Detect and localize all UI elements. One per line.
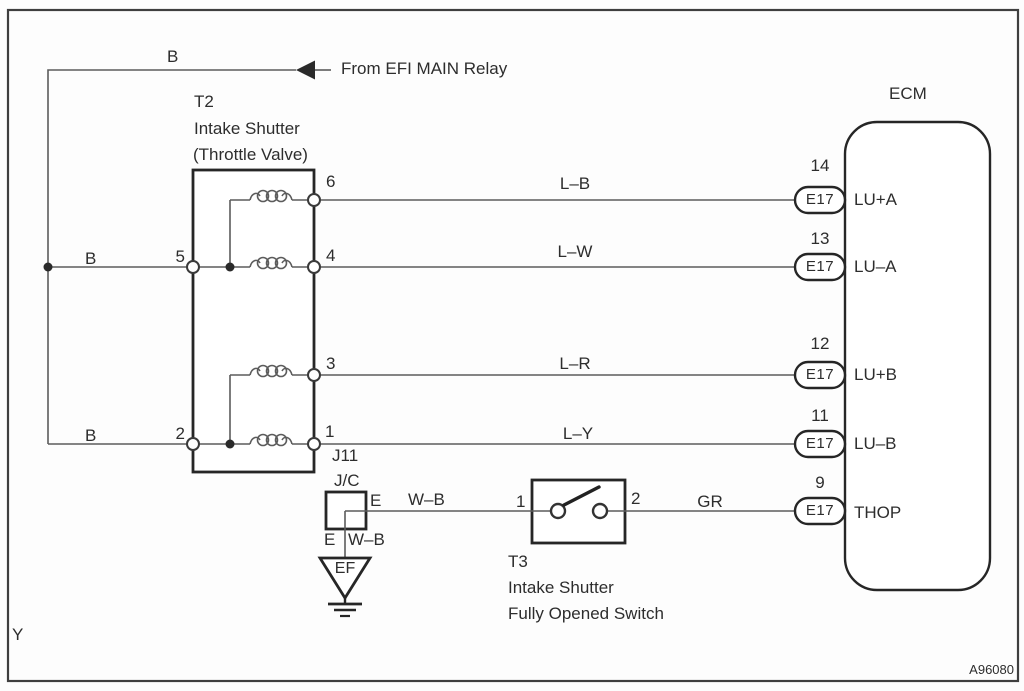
t2-id: T2 bbox=[194, 92, 214, 111]
ecm-pin-connector: E17 bbox=[805, 502, 835, 519]
ecm-pin-number: 13 bbox=[810, 229, 830, 248]
ecm-pin-name: LU+A bbox=[854, 190, 897, 209]
ecm-pin-name: LU–A bbox=[854, 257, 897, 276]
ecm-pin-number: 11 bbox=[811, 406, 829, 425]
ecm-pin-connector: E17 bbox=[805, 258, 835, 275]
junction-id: J11 bbox=[332, 446, 359, 465]
ecm-pin-number: 14 bbox=[810, 156, 830, 175]
relay-feed-note: From EFI MAIN Relay bbox=[341, 59, 508, 78]
ecm-pin-name: THOP bbox=[854, 503, 902, 522]
wire-label-lb: L–B bbox=[559, 174, 591, 193]
t3-switch-contacts bbox=[549, 485, 609, 520]
t2-pin-3: 3 bbox=[326, 354, 336, 373]
ground-name-ef: EF bbox=[334, 560, 356, 577]
wire-label-lw: L–W bbox=[557, 242, 593, 261]
wire-label-wb-right: W–B bbox=[408, 490, 445, 509]
figure-code: A96080 bbox=[969, 662, 1014, 677]
ground-symbol bbox=[317, 556, 373, 618]
t3-pin-2: 2 bbox=[631, 489, 641, 508]
t2-pin-1: 1 bbox=[325, 422, 335, 441]
wire-label-wb-bottom: W–B bbox=[348, 530, 385, 549]
junction-type: J/C bbox=[334, 471, 360, 490]
wire-label-b-upper: B bbox=[85, 249, 97, 268]
ecm-pin-connector: E17 bbox=[805, 366, 835, 383]
t2-name-line1: Intake Shutter bbox=[194, 119, 300, 138]
switch-blade-icon bbox=[562, 485, 601, 507]
wire-label-b-top: B bbox=[167, 47, 179, 66]
page-border bbox=[6, 8, 1020, 683]
t2-pin-5: 5 bbox=[175, 247, 185, 266]
ecm-pin-connector: E17 bbox=[805, 435, 835, 452]
wire-label-gr: GR bbox=[697, 492, 723, 511]
ef-triangle-icon bbox=[317, 556, 373, 601]
frame-corner-label: Y bbox=[12, 625, 24, 644]
ecm-pin-name: LU–B bbox=[854, 434, 897, 453]
t2-pin-6: 6 bbox=[326, 172, 336, 191]
ecm-pin-name: LU+B bbox=[854, 365, 897, 384]
t2-name-line2: (Throttle Valve) bbox=[193, 145, 308, 164]
t2-terminals bbox=[186, 193, 321, 451]
ecm-pin-number: 9 bbox=[815, 473, 825, 492]
ecm-title: ECM bbox=[889, 84, 927, 103]
junction-dots bbox=[43, 262, 235, 449]
ecm-box bbox=[843, 120, 992, 592]
t3-name-line2: Fully Opened Switch bbox=[508, 604, 664, 623]
junction-pin-e-bottom: E bbox=[324, 530, 336, 549]
t2-box bbox=[191, 168, 316, 474]
ecm-pin-connector: E17 bbox=[805, 191, 835, 208]
t3-id: T3 bbox=[508, 552, 528, 571]
t2-pin-4: 4 bbox=[326, 246, 336, 265]
wire-label-b-lower: B bbox=[85, 426, 97, 445]
t3-pin-1: 1 bbox=[516, 492, 526, 511]
wire-label-ly: L–Y bbox=[562, 424, 594, 443]
junction-pin-e-right: E bbox=[370, 491, 382, 510]
ecm-pin-number: 12 bbox=[810, 334, 830, 353]
wire-label-lr: L–R bbox=[559, 354, 591, 373]
arrow-left-icon bbox=[296, 60, 315, 80]
t3-name-line1: Intake Shutter bbox=[508, 578, 614, 597]
t2-pin-2: 2 bbox=[175, 424, 185, 443]
wires bbox=[47, 69, 795, 558]
ecm-connector-ovals bbox=[793, 185, 847, 526]
